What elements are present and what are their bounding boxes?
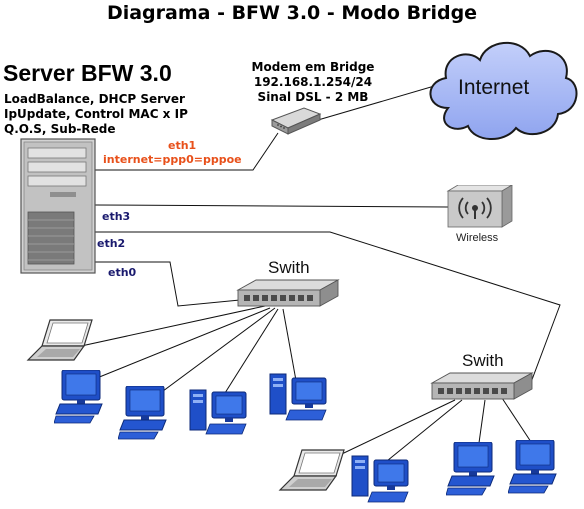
wireless-label: Wireless bbox=[456, 232, 499, 244]
server-tower-icon bbox=[20, 138, 96, 279]
wire-switch1-laptop bbox=[71, 305, 266, 349]
server-title: Server BFW 3.0 bbox=[3, 60, 172, 86]
network-switch-icon bbox=[236, 278, 340, 317]
desktop-pc-icon bbox=[117, 385, 170, 445]
server-feature-line: LoadBalance, DHCP Server bbox=[4, 92, 185, 106]
wire-switch1-tower2 bbox=[282, 308, 298, 387]
wire-eth1-modem bbox=[95, 132, 279, 171]
desktop-pc-icon bbox=[53, 369, 106, 429]
wire-switch2-tower bbox=[381, 399, 463, 466]
internet-label: Internet bbox=[458, 76, 530, 99]
tower-pc-icon bbox=[350, 452, 412, 509]
wire-switch1-tower1 bbox=[224, 308, 279, 394]
tower-pc-icon bbox=[188, 384, 250, 443]
wire-eth3-wireless bbox=[94, 204, 449, 208]
eth1-note: internet=ppp0=pppoe bbox=[103, 153, 242, 166]
laptop-icon bbox=[26, 318, 96, 367]
wire-eth2-switch2 bbox=[95, 231, 561, 386]
wire-switch1-pc2 bbox=[154, 307, 276, 398]
eth3-label: eth3 bbox=[102, 210, 131, 223]
modem-label-line: Modem em Bridge bbox=[251, 60, 375, 74]
network-switch-icon bbox=[430, 371, 534, 410]
eth2-label: eth2 bbox=[97, 237, 126, 250]
laptop-icon bbox=[278, 448, 348, 497]
modem-label-line: Sinal DSL - 2 MB bbox=[257, 90, 369, 104]
server-feature-line: Q.O.S, Sub-Rede bbox=[4, 122, 116, 136]
eth1-label: eth1 bbox=[168, 139, 197, 152]
server-feature-line: IpUpdate, Control MAC x IP bbox=[4, 107, 188, 121]
tower-pc-icon bbox=[268, 372, 330, 431]
wire-modem-internet bbox=[317, 81, 449, 121]
wireless-access-point-icon bbox=[446, 184, 514, 234]
wire-eth0-switch1 bbox=[95, 261, 241, 307]
desktop-pc-icon bbox=[445, 441, 498, 501]
server-features: LoadBalance, DHCP Server IpUpdate, Contr… bbox=[4, 92, 188, 137]
switch-2-label: Swith bbox=[462, 351, 504, 370]
diagram-title: Diagrama - BFW 3.0 - Modo Bridge bbox=[106, 2, 478, 24]
dsl-modem-icon bbox=[268, 106, 322, 141]
modem-label-line: 192.168.1.254/24 bbox=[253, 75, 373, 89]
internet-cloud-icon bbox=[420, 30, 582, 153]
switch-1-label: Swith bbox=[268, 258, 310, 277]
wire-switch2-laptop bbox=[324, 399, 456, 463]
wire-switch1-pc1 bbox=[91, 307, 271, 381]
desktop-pc-icon bbox=[507, 439, 560, 499]
eth0-label: eth0 bbox=[108, 266, 137, 279]
modem-label: Modem em Bridge 192.168.1.254/24 Sinal D… bbox=[228, 60, 398, 105]
